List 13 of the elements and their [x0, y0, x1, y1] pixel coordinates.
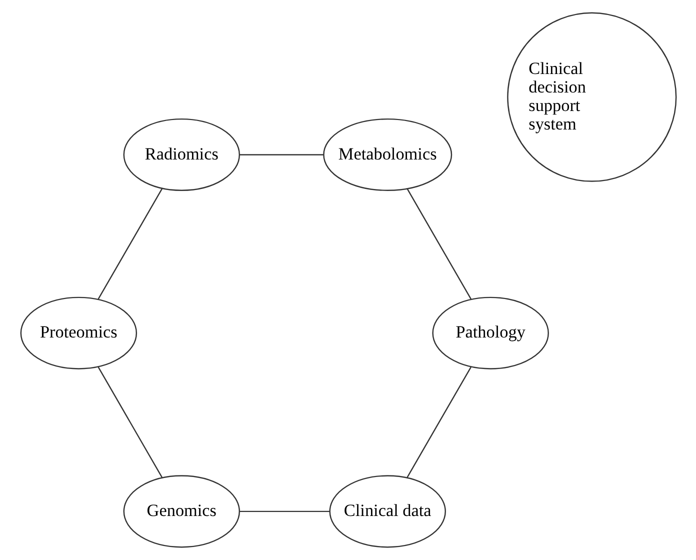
node-ellipse: Pathology	[432, 296, 548, 370]
connector	[97, 188, 162, 300]
connector	[97, 366, 162, 478]
node-ellipse: Genomics	[122, 475, 240, 548]
node-circle: Clinical decision support system	[506, 12, 676, 182]
connector	[406, 366, 471, 478]
node-ellipse: Metabolomics	[322, 118, 452, 191]
connector	[239, 510, 330, 512]
connector	[406, 188, 472, 300]
node-ellipse: Radiomics	[122, 118, 240, 191]
connector	[239, 154, 324, 156]
node-ellipse: Proteomics	[20, 296, 137, 370]
node-ellipse: Clinical data	[328, 475, 446, 548]
